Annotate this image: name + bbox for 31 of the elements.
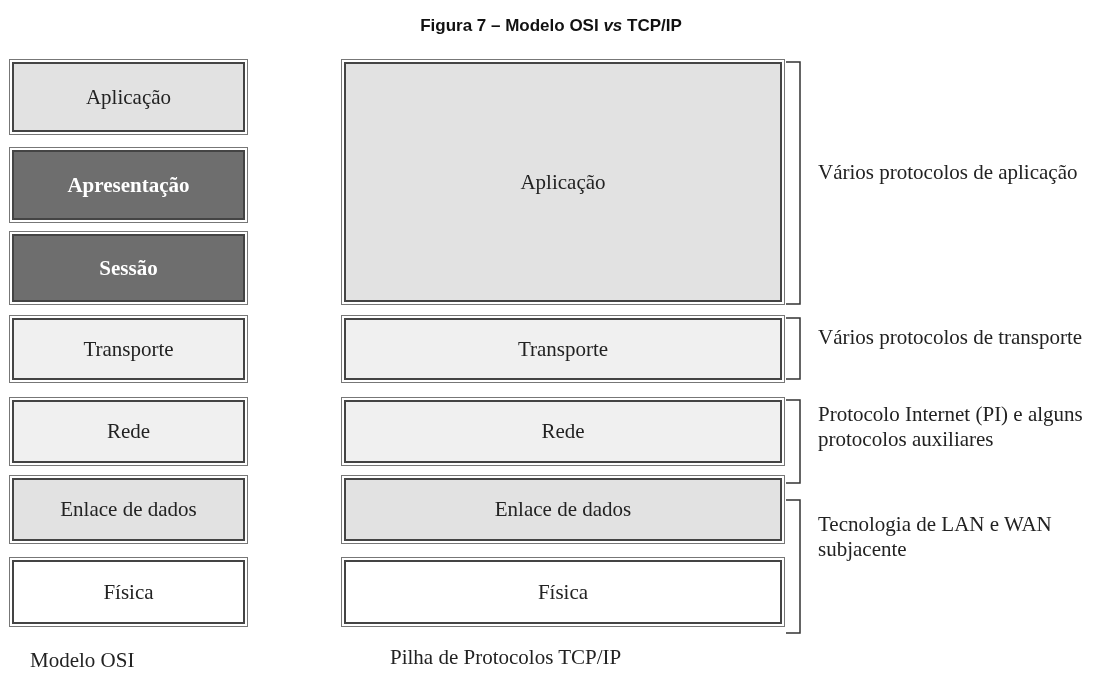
layer-label: Rede	[106, 419, 151, 444]
layer-box	[12, 318, 245, 380]
layer-label: Física	[103, 579, 154, 605]
layer-label: Física	[537, 579, 589, 605]
bracket-note: Protocolo Internet (PI) e alguns protocolos auxiliares	[818, 402, 1084, 453]
bracket-note: Tecnologia de LAN e WAN subjacente	[818, 512, 1053, 563]
layer-box	[344, 560, 782, 624]
layer-label: Transporte	[517, 336, 609, 362]
layer-label: Rede	[541, 419, 585, 444]
layer-box	[344, 318, 782, 380]
layer-label: Enlace de dados	[494, 497, 632, 522]
layer-box	[12, 234, 245, 302]
layer-label: Aplicação	[520, 169, 606, 195]
layer-box	[12, 478, 245, 541]
layer-label: Sessão	[99, 255, 158, 281]
bracket-note: Vários protocolos de transporte	[818, 325, 1084, 351]
layer-box	[12, 62, 245, 132]
layer-box	[344, 62, 782, 302]
column-caption: Modelo OSI	[30, 648, 136, 674]
layer-box	[12, 150, 245, 220]
layer-label: Aplicação	[85, 84, 172, 110]
layer-label: Transporte	[83, 336, 174, 362]
layer-box	[12, 400, 245, 463]
column-caption: Pilha de Protocolos TCP/IP	[390, 645, 623, 671]
layer-box	[344, 478, 782, 541]
layer-box	[344, 400, 782, 463]
bracket-note: Vários protocolos de aplicação	[818, 160, 1079, 186]
layer-label: Enlace de dados	[60, 497, 197, 522]
layer-box	[12, 560, 245, 624]
layer-label: Apresentação	[67, 172, 190, 198]
figure-title: Figura 7 – Modelo OSI vs TCP/IP	[419, 16, 683, 36]
